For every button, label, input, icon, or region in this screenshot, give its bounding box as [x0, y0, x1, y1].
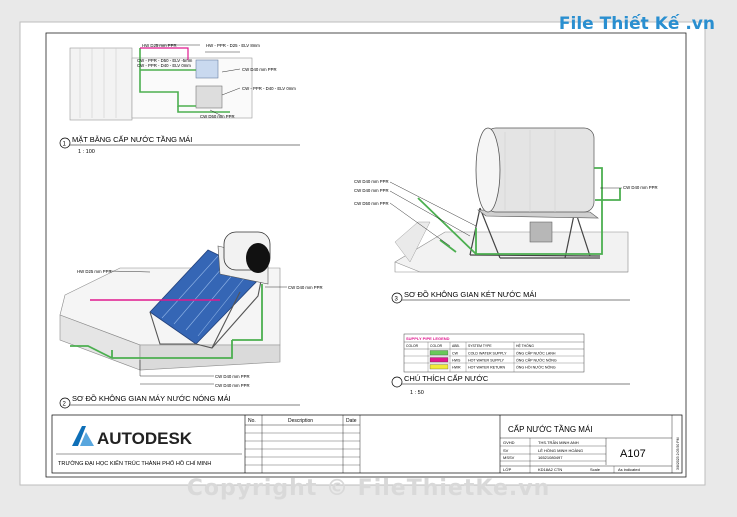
view1-label: HW - PPR - D25 - ELV 8mm: [206, 43, 260, 48]
legend-header: SYSTEM TYPE: [468, 344, 492, 348]
view3-tank-isometric: CW D40 mm PPR CW D40 mm PPR CW D50 mm PP…: [354, 127, 658, 304]
view3-title: SƠ ĐỒ KHÔNG GIAN KÉT NƯỚC MÁI: [404, 289, 536, 299]
school-name: TRƯỜNG ĐẠI HỌC KIẾN TRÚC THÀNH PHỐ HỒ CH…: [58, 460, 211, 467]
legend-vn: ỐNG CẤP NƯỚC LẠNH: [516, 351, 556, 356]
view1-title: MẶT BẰNG CẤP NƯỚC TẦNG MÁI: [72, 134, 192, 144]
pump: [529, 221, 553, 243]
tank-plan: [195, 85, 223, 109]
title-block: AUTODESK TRƯỜNG ĐẠI HỌC KIẾN TRÚC THÀNH …: [51, 414, 683, 474]
info-key: GVHD: [503, 440, 515, 445]
legend-swatch-cw: [429, 350, 449, 356]
legend-vn: ỐNG HỒI NƯỚC NÓNG: [516, 365, 556, 370]
legend-type: COLD WATER SUPPLY: [468, 352, 507, 356]
rev-header: Date: [346, 418, 357, 424]
drawing-border: [45, 32, 687, 478]
sheet-number: A107: [620, 448, 646, 460]
view3-number: 3: [395, 297, 399, 303]
legend-bubble: [391, 376, 403, 388]
legend-title: SUPPLY PIPE LEGEND: [406, 336, 450, 341]
legend-header: HỆ THỐNG: [516, 343, 534, 348]
view1-label: CW D40 mm PPR: [242, 67, 277, 72]
info-value: 16521080497: [538, 455, 563, 460]
info-key: LỚP: [503, 467, 512, 472]
view2-label: CW D40 mm PPR: [215, 383, 250, 388]
logo-text: File Thiết Kế .vn: [558, 14, 715, 34]
legend-header: COLOR: [430, 344, 443, 348]
scale-value: As indicated: [618, 467, 640, 472]
info-key: SV: [503, 448, 509, 453]
autodesk-logo-icon: [72, 426, 86, 446]
view1-label: CW - PPR - D50 - ELV -5mm: [137, 58, 193, 63]
view2-label: CW D40 mm PPR: [288, 285, 323, 290]
view1-scale: 1 : 100: [78, 149, 95, 155]
rev-header: No.: [248, 418, 256, 424]
view1-number: 1: [63, 142, 67, 148]
view3-label: CW D40 mm PPR: [354, 188, 389, 193]
legend-vn: ỐNG CẤP NƯỚC NÓNG: [516, 358, 557, 363]
legend-abb: CW: [452, 352, 459, 356]
legend-swatch-hwr: [429, 364, 449, 370]
water-tank: [485, 127, 595, 213]
view2-number-bubble: [59, 397, 71, 409]
view2-label: CW D40 mm PPR: [215, 374, 250, 379]
view1-label: HW D25 mm PPR: [142, 43, 177, 48]
view2-solar-isometric: HW D25 mm PPR CW D40 mm PPR CW D40 mm PP…: [59, 231, 323, 409]
scale-label: Scale: [590, 467, 601, 472]
copyright-watermark: Copyright © FileThietKe.vn: [186, 476, 551, 501]
view1-number-bubble: [59, 137, 71, 149]
print-date: 3/8/2023 2:05:50 PM: [676, 437, 680, 470]
legend-type: HOT WATER SUPPLY: [468, 359, 505, 363]
legend-swatch-hws: [429, 357, 449, 363]
info-value: LÊ HỒNG MINH HOÀNG: [538, 448, 583, 453]
legend-header: ABB.: [452, 344, 460, 348]
view3-number-bubble: [391, 292, 403, 304]
legend-scale: 1 : 50: [410, 390, 424, 396]
legend-header: COLOR: [406, 344, 419, 348]
rev-header: Description: [288, 418, 313, 424]
view1-plan: HW D25 mm PPR HW - PPR - D25 - ELV 8mm C…: [59, 43, 300, 155]
view2-label: HW D25 mm PPR: [77, 269, 112, 274]
autodesk-brand: AUTODESK: [97, 429, 193, 448]
legend-type: HOT WATER RETURN: [468, 366, 505, 370]
solar-heater-plan: [195, 59, 219, 79]
legend-caption: CHÚ THÍCH CẤP NƯỚC: [404, 373, 489, 383]
view3-label: CW D50 mm PPR: [354, 201, 389, 206]
info-value: KD18A2 CTN: [538, 467, 562, 472]
info-value: THS.TRẦN MINH ANH: [538, 440, 579, 445]
info-key: MSSV: [503, 455, 515, 460]
legend-abb: HWR: [452, 366, 461, 370]
filethietke-logo: File Thiết Kế .vn: [559, 14, 715, 34]
view1-label: CW - PPR - D40 - ELV 0mm: [137, 63, 191, 68]
pipe-legend: SUPPLY PIPE LEGEND COLOR COLOR ABB. SYST…: [391, 333, 630, 396]
view3-label: CW D40 mm PPR: [623, 185, 658, 190]
view2-title: SƠ ĐỒ KHÔNG GIAN MÁY NƯỚC NÓNG MÁI: [72, 393, 231, 403]
legend-abb: HWS: [452, 359, 461, 363]
view1-label: CW D50 mm PPR: [200, 114, 235, 119]
view2-number: 2: [63, 402, 67, 408]
project-title: CẤP NƯỚC TẦNG MÁI: [508, 424, 593, 434]
view3-label: CW D40 mm PPR: [354, 179, 389, 184]
view1-label: CW - PPR - D40 - ELV 0mm: [242, 86, 296, 91]
